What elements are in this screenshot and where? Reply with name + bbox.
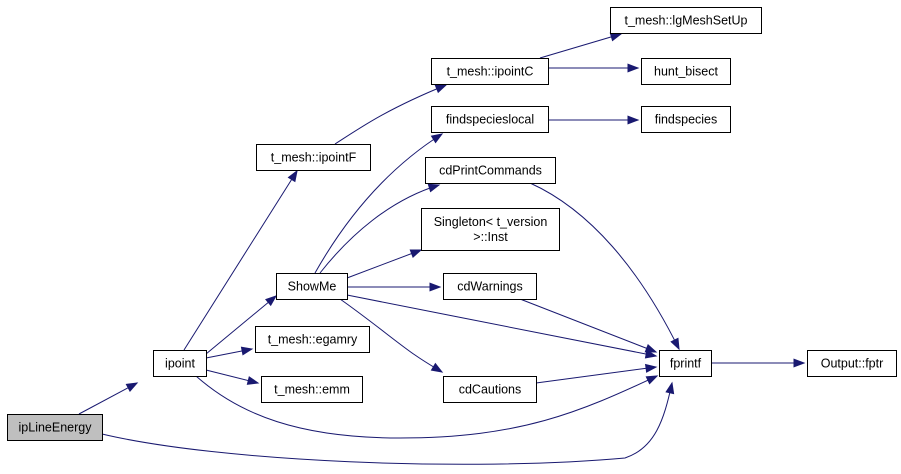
edge-showMe-to-singleton-arrowhead (409, 249, 423, 258)
node-label-findspeciesLocal: findspecieslocal (446, 113, 534, 127)
node-box-lgMeshSetUp (610, 7, 762, 34)
node-outputFptr[interactable]: Output::fptr (807, 350, 897, 377)
node-label-ipointC: t_mesh::ipointC (447, 65, 534, 79)
node-label-ipLineEnergy: ipLineEnergy (19, 421, 93, 435)
node-box-showMe (276, 273, 348, 300)
edge-ipLineEnergy-to-fprintf-arrowhead (665, 381, 675, 395)
node-label-fprintf: fprintf (670, 357, 702, 371)
node-ipointC[interactable]: t_mesh::ipointC (431, 58, 549, 85)
node-cdPrintCommands[interactable]: cdPrintCommands (425, 157, 556, 184)
edge-ipointC-to-huntBisect-arrowhead (627, 63, 640, 73)
node-box-ipointF (256, 144, 371, 171)
node-ipointF[interactable]: t_mesh::ipointF (256, 144, 371, 171)
edge-showMe-to-findspeciesLocal-arrowhead (430, 133, 444, 144)
edge-showMe-to-findspeciesLocal (314, 133, 443, 274)
edge-cdWarnings-to-fprintf (519, 298, 657, 353)
node-cdCautions[interactable]: cdCautions (443, 376, 537, 403)
node-label-singleton-0: Singleton< t_version (434, 215, 548, 229)
edge-cdCautions-to-fprintf (535, 366, 657, 384)
node-box-cdWarnings (443, 273, 537, 300)
edge-ipointC-to-lgMeshSetUp (539, 33, 622, 59)
node-emm[interactable]: t_mesh::emm (261, 376, 363, 403)
node-ipLineEnergy[interactable]: ipLineEnergy (7, 414, 103, 441)
node-label-cdCautions: cdCautions (459, 383, 522, 397)
node-box-outputFptr (807, 350, 897, 377)
node-label-ipointF: t_mesh::ipointF (271, 151, 357, 165)
node-label-outputFptr: Output::fptr (821, 357, 884, 371)
edge-ipLineEnergy-to-ipoint-arrowhead (125, 382, 139, 392)
node-showMe[interactable]: ShowMe (276, 273, 348, 300)
edge-showMe-to-cdCautions-arrowhead (430, 362, 444, 373)
edge-showMe-to-cdPrintCommands (319, 184, 440, 274)
node-box-cdPrintCommands (425, 157, 556, 184)
edge-ipLineEnergy-to-ipoint (78, 382, 138, 415)
edge-ipoint-to-ipointF (183, 170, 298, 351)
node-huntBisect[interactable]: hunt_bisect (641, 58, 731, 85)
edge-cdCautions-to-fprintf-arrowhead (644, 363, 658, 373)
edge-ipointF-to-ipointC (334, 84, 447, 145)
node-findspeciesLocal[interactable]: findspecieslocal (431, 106, 549, 133)
node-box-ipointC (431, 58, 549, 85)
node-label-egamry: t_mesh::egamry (268, 333, 358, 347)
node-label-cdPrintCommands: cdPrintCommands (439, 164, 542, 178)
node-singleton[interactable]: Singleton< t_version>::Inst (421, 208, 560, 251)
node-box-findspeciesLocal (431, 106, 549, 133)
node-label-lgMeshSetUp: t_mesh::lgMeshSetUp (625, 14, 748, 28)
edge-ipoint-to-egamry-arrowhead (240, 346, 254, 356)
edge-cdPrintCommands-to-fprintf (529, 182, 680, 350)
nodes-layer: ipLineEnergyipointShowMet_mesh::egamryt_… (7, 7, 897, 441)
edges-layer (78, 32, 806, 465)
node-fprintf[interactable]: fprintf (659, 350, 712, 377)
edge-ipoint-to-showMe (205, 295, 277, 355)
node-egamry[interactable]: t_mesh::egamry (255, 326, 370, 353)
node-box-fprintf (659, 350, 712, 377)
edge-ipoint-to-fprintf-arrowhead (645, 375, 659, 385)
node-label-huntBisect: hunt_bisect (654, 65, 718, 79)
node-box-huntBisect (641, 58, 731, 85)
node-ipoint[interactable]: ipoint (153, 350, 207, 377)
edge-ipoint-to-showMe-arrowhead (265, 295, 278, 307)
edge-fprintf-to-outputFptr-arrowhead (793, 358, 806, 368)
edge-showMe-to-cdPrintCommands-arrowhead (427, 183, 441, 193)
edge-ipointC-to-lgMeshSetUp-arrowhead (609, 32, 623, 42)
node-label-singleton-1: >::Inst (473, 230, 508, 244)
edge-cdPrintCommands-to-fprintf-arrowhead (670, 337, 680, 351)
edge-showMe-to-singleton (346, 249, 422, 279)
node-box-singleton (421, 208, 560, 251)
node-label-cdWarnings: cdWarnings (457, 280, 523, 294)
node-box-egamry (255, 326, 370, 353)
edge-showMe-to-cdCautions (339, 298, 443, 373)
edge-ipoint-to-emm-arrowhead (246, 376, 260, 385)
node-box-findspecies (641, 106, 731, 133)
node-findspecies[interactable]: findspecies (641, 106, 731, 133)
node-cdWarnings[interactable]: cdWarnings (443, 273, 537, 300)
node-box-ipLineEnergy (7, 414, 103, 441)
node-box-cdCautions (443, 376, 537, 403)
node-box-ipoint (153, 350, 207, 377)
node-label-emm: t_mesh::emm (274, 383, 350, 397)
edge-showMe-to-cdWarnings-arrowhead (429, 282, 442, 292)
node-box-emm (261, 376, 363, 403)
node-label-showMe: ShowMe (288, 280, 337, 294)
node-label-findspecies: findspecies (655, 113, 718, 127)
edge-ipoint-to-ipointF-arrowhead (287, 169, 298, 183)
node-label-ipoint: ipoint (165, 357, 195, 371)
edge-findspeciesLocal-to-findspecies-arrowhead (627, 115, 640, 125)
edge-ipoint-to-fprintf (195, 375, 658, 439)
edge-ipointF-to-ipointC-arrowhead (434, 84, 448, 94)
edge-showMe-to-fprintf (346, 294, 657, 357)
node-lgMeshSetUp[interactable]: t_mesh::lgMeshSetUp (610, 7, 762, 34)
edge-ipLineEnergy-to-fprintf (101, 382, 673, 465)
edge-cdWarnings-to-fprintf-arrowhead (644, 343, 658, 353)
